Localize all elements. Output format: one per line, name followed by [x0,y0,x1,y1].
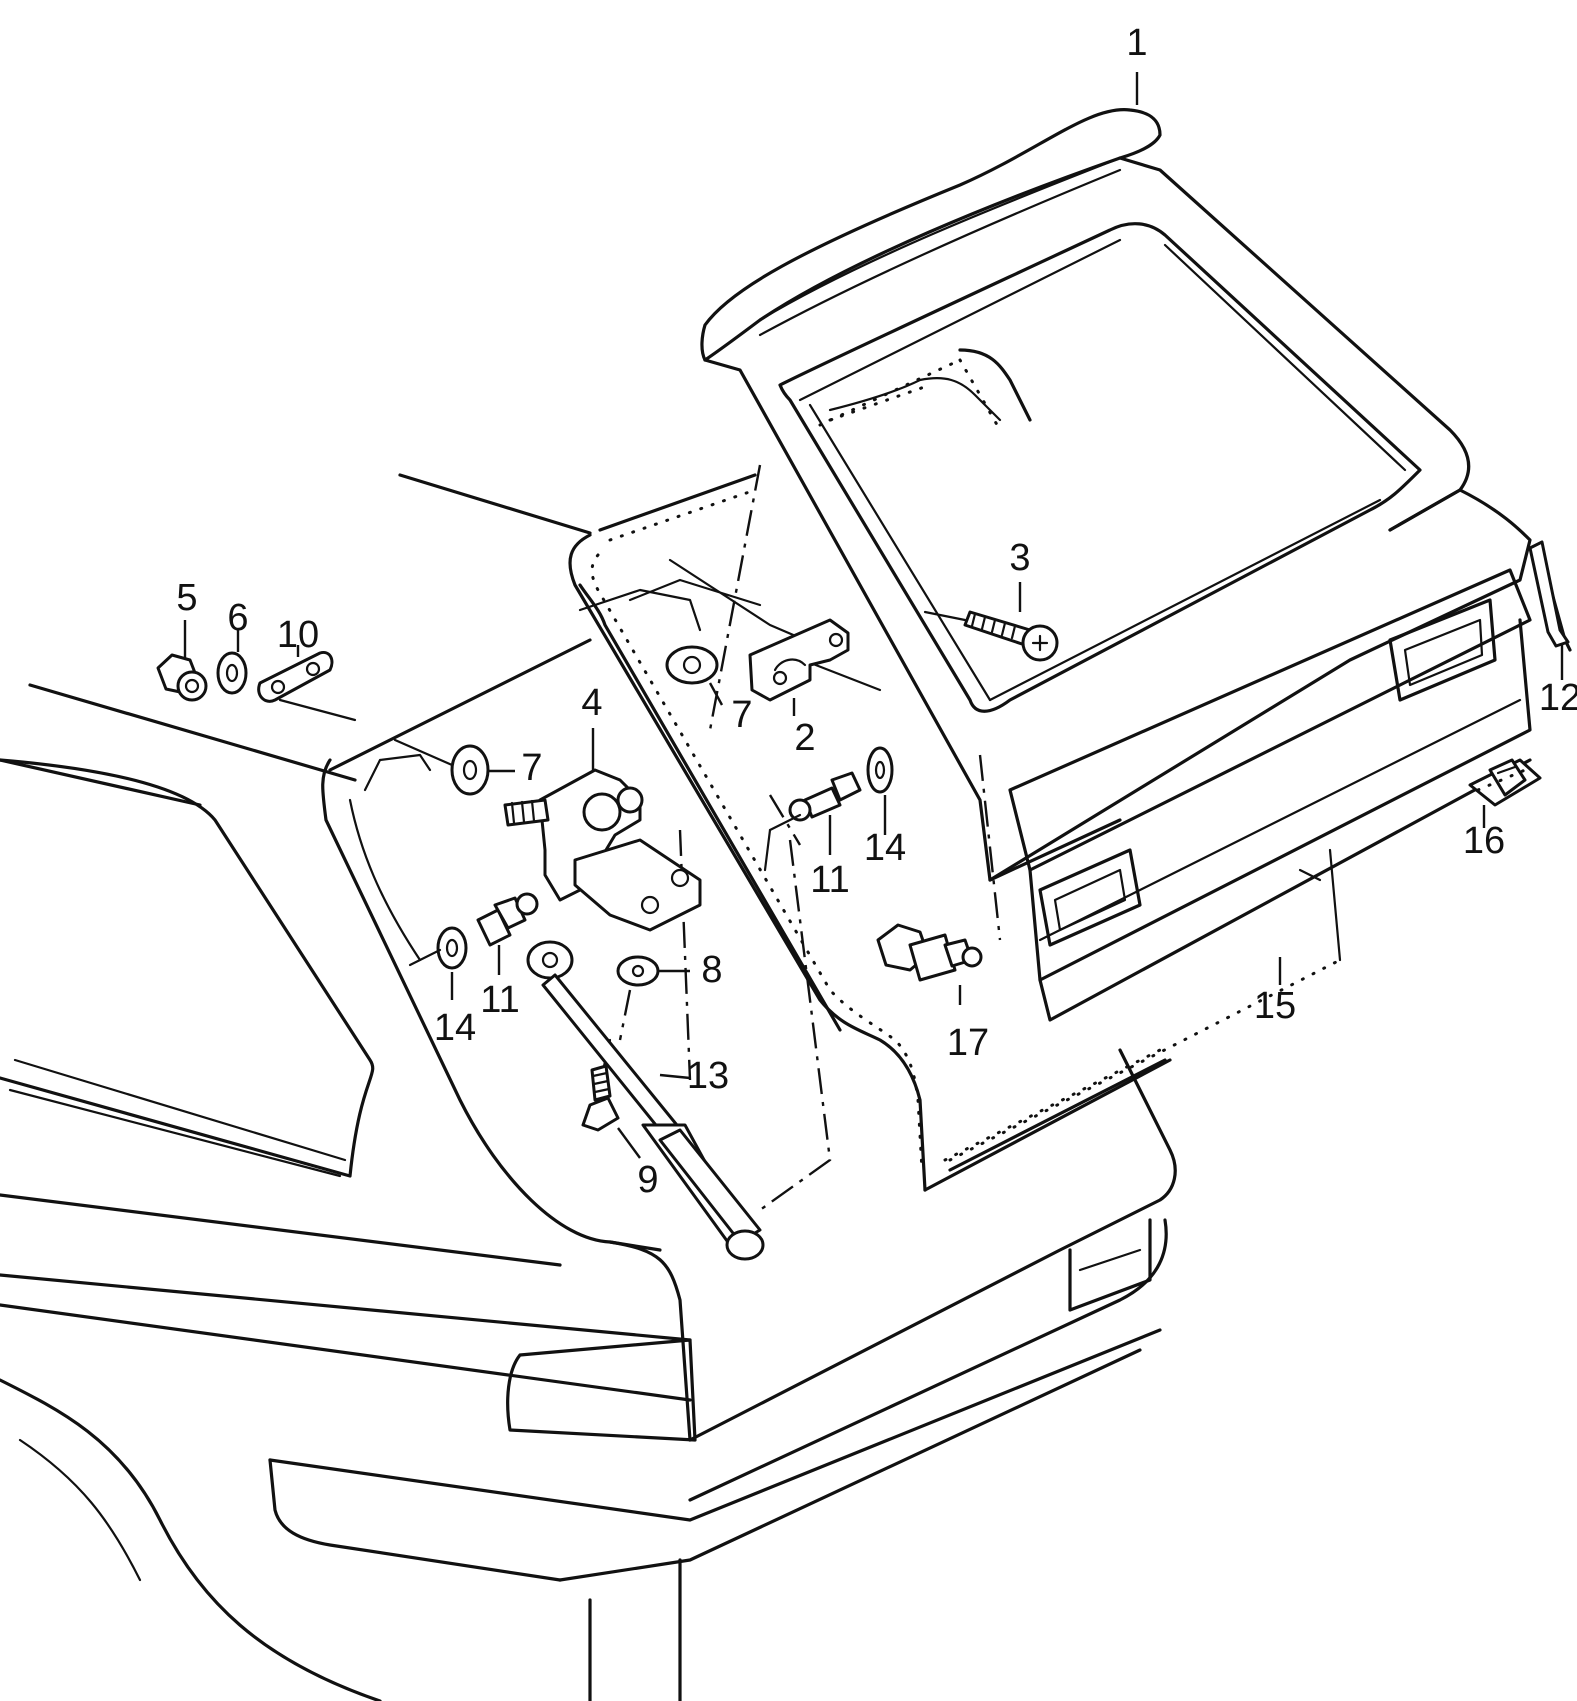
tailgate-panel [700,108,1572,1022]
callout-7-left: 7 [521,747,542,789]
hardware [156,540,1570,1261]
part-13-gas-strut [526,940,765,1261]
part-14-washer-right [866,746,894,794]
callout-8: 8 [701,949,722,991]
part-6-washer [216,651,248,695]
part-3-screw [923,610,1059,662]
callout-3: 3 [1009,537,1030,579]
callout-15: 15 [1254,985,1296,1027]
part-8-washer [616,955,660,987]
callout-13: 13 [687,1055,729,1097]
part-4-hinge [503,768,702,932]
callout-12: 12 [1539,677,1577,719]
part-9-bolt [581,1038,620,1132]
part-11-stud-left [476,892,539,947]
callout-leaders [183,72,1564,1159]
callout-14-right: 14 [864,827,906,869]
part-7-washer-left [393,738,490,796]
callout-10: 10 [277,614,319,656]
callout-5: 5 [176,577,197,619]
part-14-washer-left [408,926,468,970]
callout-14-left: 14 [434,1007,476,1049]
callout-6: 6 [227,597,248,639]
callout-9: 9 [637,1159,658,1201]
callout-1: 1 [1126,22,1147,64]
part-11-stud-right [763,771,862,872]
part-7-washer-right [665,645,719,685]
callout-11-left: 11 [480,979,519,1021]
part-5-nut [156,653,208,702]
callout-17: 17 [947,1022,989,1064]
part-10-plate [257,650,357,722]
part-17-bump-stop [876,923,983,982]
callout-2: 2 [794,717,815,759]
callout-7-right: 7 [731,694,752,736]
callout-4: 4 [581,682,602,724]
callout-16: 16 [1463,820,1505,862]
callout-11-right: 11 [810,859,849,901]
part-2-striker [748,618,850,702]
tailgate-opening-frame [328,377,1172,1211]
callout-labels: 1 2 3 4 5 6 7 7 8 9 10 11 11 12 13 14 14… [176,22,1577,1201]
part-12-trim [1528,540,1570,648]
part-15-seal [948,848,1342,1162]
part-16-clip [1468,758,1542,807]
car-body [0,473,1177,1701]
